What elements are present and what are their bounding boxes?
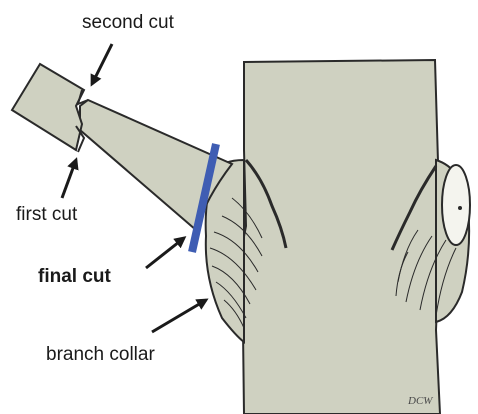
branch-upper-segment [12,64,84,150]
tree-trunk [236,60,440,414]
final-cut-arrow [146,238,184,268]
final-cut-label: final cut [38,266,112,287]
branch-collar-label: branch collar [46,344,155,365]
artist-signature: DCW [407,395,433,407]
second-cut-arrow [92,44,112,84]
right-stub-cut-face [442,165,470,245]
first-cut-label: first cut [16,204,78,225]
second-cut-label: second cut [82,12,175,33]
right-stub-pith [458,206,462,210]
first-cut-arrow [62,160,76,198]
branch-collar-arrow [152,300,206,332]
